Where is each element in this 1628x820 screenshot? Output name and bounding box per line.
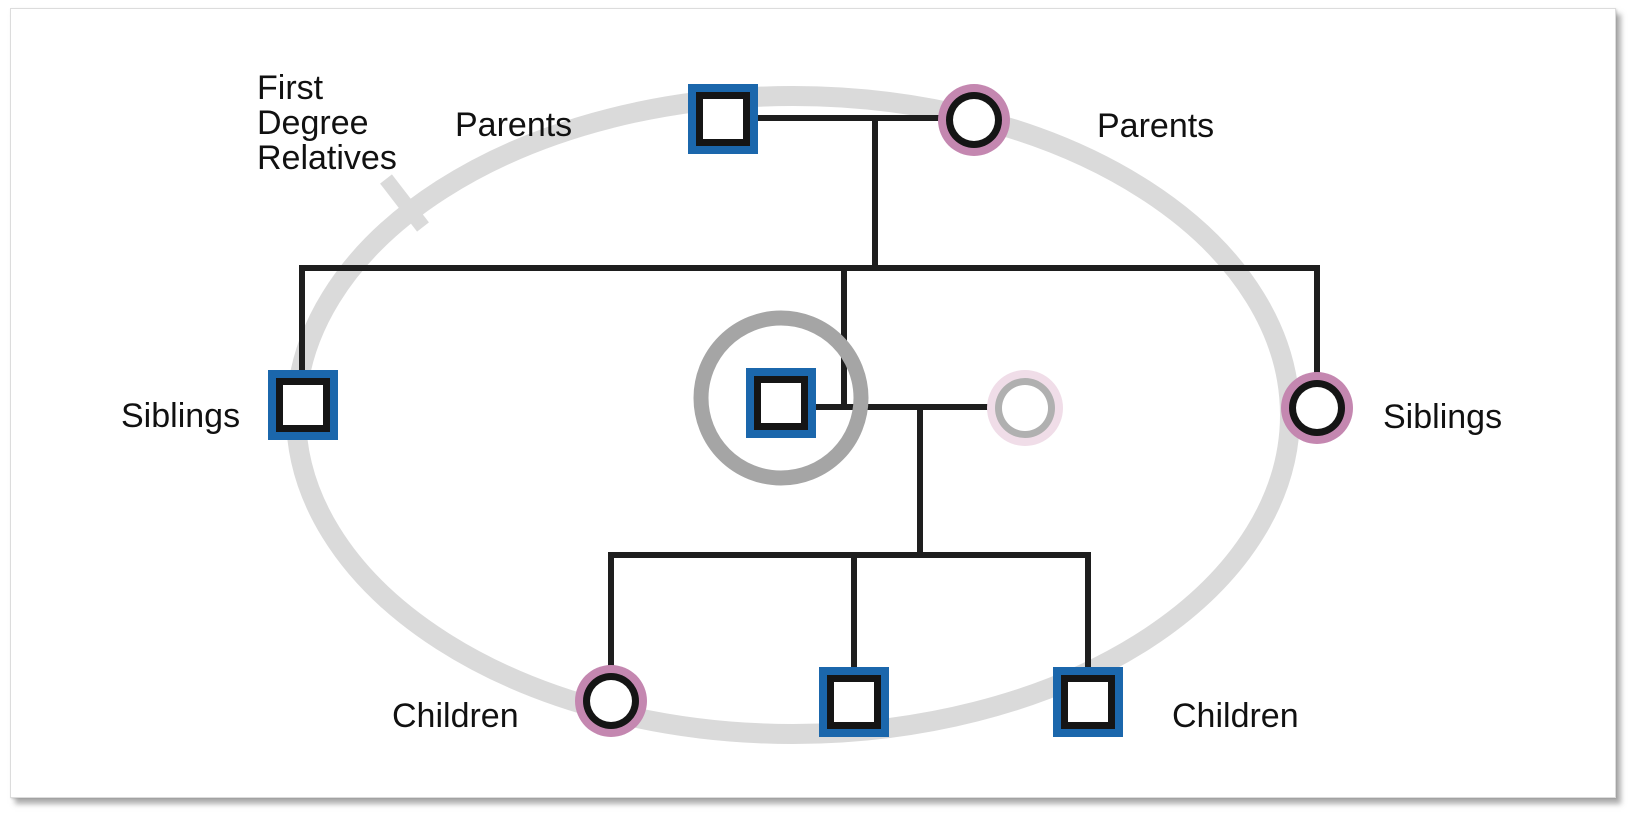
parents-label-left: Parents [455, 106, 573, 144]
children-label-right: Children [1172, 697, 1299, 735]
brother-male-symbol-icon [268, 370, 338, 440]
siblings-label-left: Siblings [121, 397, 241, 435]
annotation-line-1: First [257, 69, 324, 107]
mother-female-symbol-icon [938, 84, 1010, 156]
parents-label-right: Parents [1097, 107, 1215, 145]
partner-faded-female-symbol-icon [987, 370, 1063, 446]
annotation-line-2: Degree [257, 104, 369, 142]
father-male-symbol-icon [688, 84, 758, 154]
annotation-line-3: Relatives [257, 139, 397, 177]
first-degree-relatives-annotation: First Degree Relatives [257, 71, 397, 176]
proband-male-symbol-icon [746, 368, 816, 438]
proband-highlight-ring-icon [693, 310, 869, 486]
siblings-label-right: Siblings [1383, 398, 1503, 436]
son-1-male-symbol-icon [819, 667, 889, 737]
daughter-female-symbol-icon [575, 665, 647, 737]
son-2-male-symbol-icon [1053, 667, 1123, 737]
annotation-callout-tick [380, 174, 429, 232]
sister-female-symbol-icon [1281, 372, 1353, 444]
children-label-left: Children [392, 697, 519, 735]
